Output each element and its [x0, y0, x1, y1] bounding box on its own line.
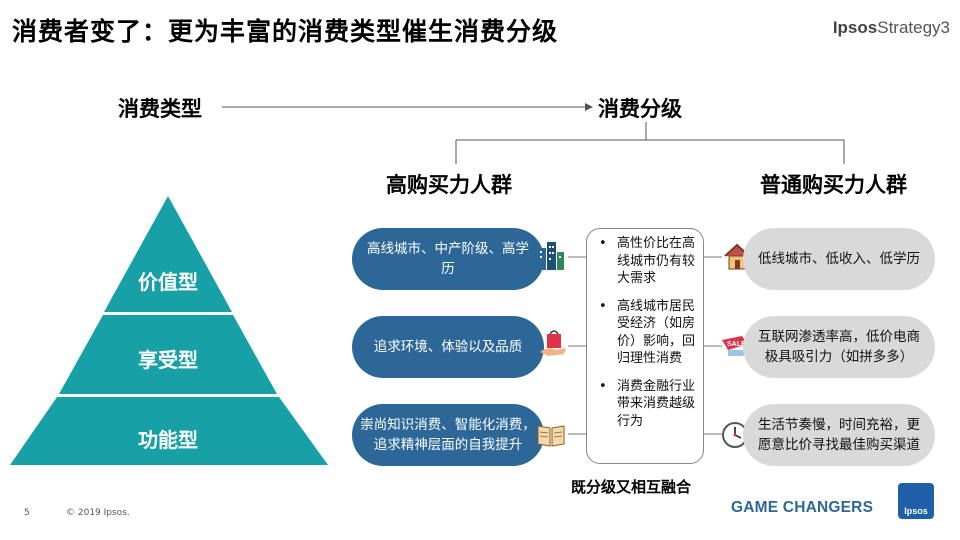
consumption-types-label: 消费类型 [118, 97, 202, 121]
city-buildings-icon [538, 242, 564, 270]
center-point-2: 高线城市居民受经济（如房价）影响，回归理性消费 [595, 298, 697, 368]
brand-wordmark: IpsosStrategy3 [833, 18, 950, 38]
center-points-list: 高性价比在高线城市仍有较大需求 高线城市居民受经济（如房价）影响，回归理性消费 … [595, 235, 697, 430]
branch-connector [455, 122, 845, 164]
high-group-item-3-text: 崇尚知识消费、智能化消费，追求精神层面的自我提升 [360, 417, 536, 453]
center-point-3: 消费金融行业带来消费越级行为 [595, 378, 697, 431]
brand-bold: Ipsos [832, 18, 878, 37]
consumption-tiers-label: 消费分级 [598, 97, 682, 121]
normal-purchasing-power-label: 普通购买力人群 [760, 173, 907, 197]
normal-group-item-3: 生活节奏慢，时间充裕，更愿意比价寻找最佳购买渠道 [743, 404, 935, 466]
shopping-bag-hand-icon [540, 330, 566, 356]
normal-group-item-3-text: 生活节奏慢，时间充裕，更愿意比价寻找最佳购买渠道 [758, 417, 920, 453]
normal-group-item-2: 互联网渗透率高，低价电商极具吸引力（如拼多多） [743, 316, 935, 378]
ipsos-logo: Ipsos [898, 483, 934, 519]
normal-group-item-2-text: 互联网渗透率高，低价电商极具吸引力（如拼多多） [758, 329, 920, 365]
high-group-item-2: 追求环境、体验以及品质 [352, 316, 544, 378]
svg-text:SALE: SALE [727, 341, 746, 348]
high-group-item-2-text: 追求环境、体验以及品质 [373, 339, 523, 355]
normal-group-item-1-text: 低线城市、低收入、低学历 [758, 251, 920, 267]
open-book-icon [537, 425, 565, 447]
slide-title: 消费者变了：更为丰富的消费类型催生消费分级 [12, 17, 559, 46]
pyramid-tier-middle [59, 315, 277, 394]
copyright: © 2019 Ipsos. [66, 508, 130, 518]
high-group-item-1-text: 高线城市、中产阶级、高学历 [367, 241, 529, 277]
high-purchasing-power-label: 高购买力人群 [386, 173, 512, 197]
pyramid-tier-top [104, 196, 232, 312]
center-points-box: 高性价比在高线城市仍有较大需求 高线城市居民受经济（如房价）影响，回归理性消费 … [586, 228, 704, 464]
game-changers-tagline: GAME CHANGERS [731, 499, 874, 516]
pyramid-tier-bottom [10, 397, 328, 465]
brand-light: Strategy3 [877, 18, 950, 37]
high-group-item-3: 崇尚知识消费、智能化消费，追求精神层面的自我提升 [352, 404, 544, 466]
ipsos-logo-text: Ipsos [904, 506, 928, 516]
page-number: 5 [24, 508, 30, 518]
tier-label-functional: 功能型 [138, 428, 198, 452]
pyramid [10, 196, 328, 465]
center-point-1: 高性价比在高线城市仍有较大需求 [595, 235, 697, 288]
normal-group-item-1: 低线城市、低收入、低学历 [743, 228, 935, 290]
merge-caption: 既分级又相互融合 [571, 478, 692, 496]
sale-tag-icon: SALE [722, 336, 748, 356]
high-group-item-1: 高线城市、中产阶级、高学历 [352, 228, 544, 290]
tier-label-value: 价值型 [138, 270, 198, 294]
tier-label-enjoyment: 享受型 [138, 348, 198, 372]
